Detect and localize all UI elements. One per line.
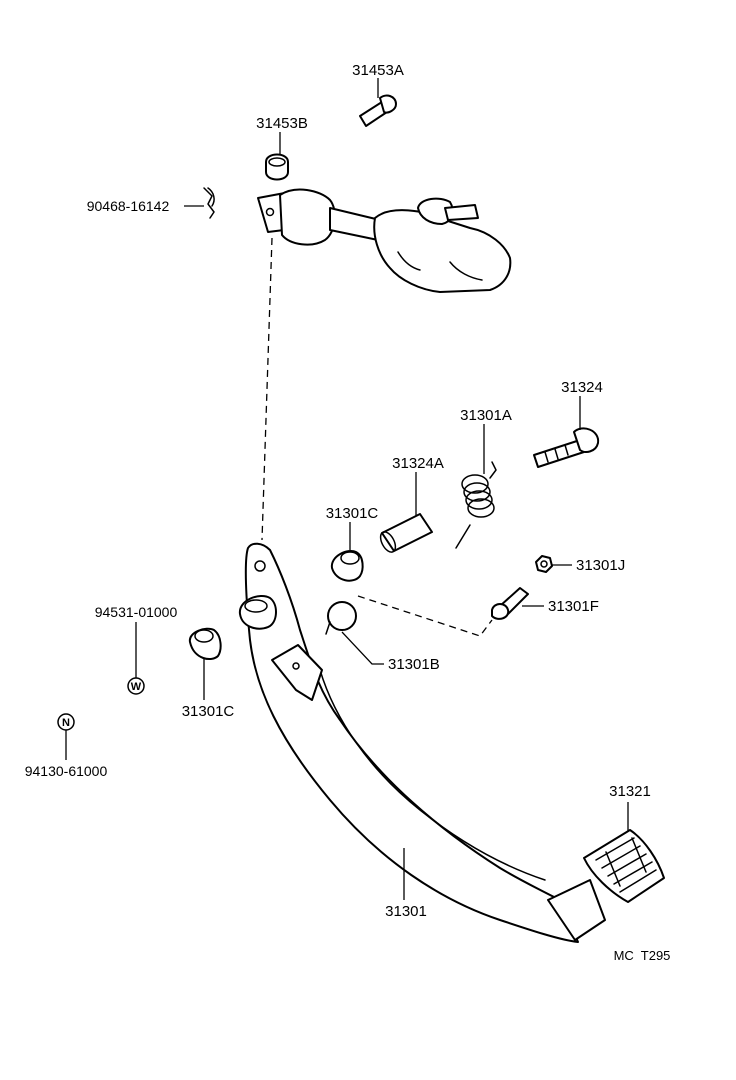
label-31453A: 31453A: [352, 62, 404, 79]
pedal-arm: [238, 542, 606, 943]
label-90468-16142: 90468-16142: [87, 198, 170, 214]
bushing-31301C-lower: [188, 627, 222, 660]
stopper-31301B: [325, 601, 357, 635]
bolt-31453A: [359, 94, 397, 127]
label-31301A: 31301A: [460, 407, 512, 424]
n-symbol: N: [62, 717, 70, 729]
leader-lines: [65, 78, 629, 900]
w-symbol: W: [131, 681, 142, 693]
part-labels: 31453A 31453B 90468-16142 31324 31301A 3…: [25, 62, 671, 963]
collar-31324A: [379, 513, 433, 553]
label-94130-61000: 94130-61000: [25, 763, 108, 779]
label-31324A: 31324A: [392, 455, 444, 472]
label-31301B: 31301B: [388, 656, 440, 673]
n-badge: N: [57, 713, 75, 731]
label-31324: 31324: [561, 379, 603, 396]
bushing-31453B: [265, 153, 289, 181]
label-31301C-upper: 31301C: [326, 505, 379, 522]
pedal-pad-31321: [583, 829, 665, 903]
bolt-31324: [533, 427, 600, 468]
w-badge: W: [127, 677, 145, 695]
bolt-31301F: [491, 587, 529, 620]
label-31321: 31321: [609, 783, 651, 800]
reference-code: MC T295: [614, 948, 671, 963]
label-31301F: 31301F: [548, 598, 599, 615]
label-31301J: 31301J: [576, 557, 625, 574]
bushing-31301C-upper: [330, 550, 364, 582]
clip-90468-16142: [203, 187, 215, 219]
master-cylinder: [257, 188, 512, 293]
label-31301: 31301: [385, 903, 427, 920]
nut-31301J: [535, 555, 553, 573]
label-31301C-lower: 31301C: [182, 703, 235, 720]
spring-31301A: [455, 461, 497, 549]
label-31453B: 31453B: [256, 115, 308, 132]
alignment-lines: [261, 237, 493, 637]
label-94531-01000: 94531-01000: [95, 604, 178, 620]
